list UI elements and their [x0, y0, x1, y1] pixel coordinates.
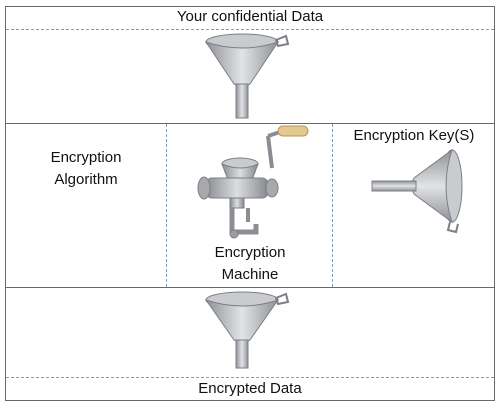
machine-label-line-1: Encryption [214, 244, 286, 261]
encryption-machine-label: Encryption Machine [170, 242, 330, 286]
encryption-key-label: Encryption Key(S) [353, 127, 475, 144]
top-section-title: Your confidential Data [176, 8, 324, 25]
output-funnel-icon [204, 291, 290, 369]
bottom-section [5, 287, 495, 401]
algorithm-label-line-1: Encryption [50, 149, 122, 166]
bottom-title-divider [6, 377, 494, 378]
top-title-divider [6, 29, 494, 30]
middle-divider-right [332, 124, 333, 287]
meat-grinder-icon [197, 125, 309, 239]
algorithm-label-line-2: Algorithm [54, 171, 118, 188]
key-funnel-icon [371, 148, 463, 234]
middle-divider-left [166, 124, 167, 287]
bottom-section-title: Encrypted Data [198, 380, 302, 397]
funnel-icon [204, 33, 290, 119]
machine-label-line-2: Machine [221, 266, 279, 283]
encryption-algorithm-label: Encryption Algorithm [20, 147, 152, 191]
